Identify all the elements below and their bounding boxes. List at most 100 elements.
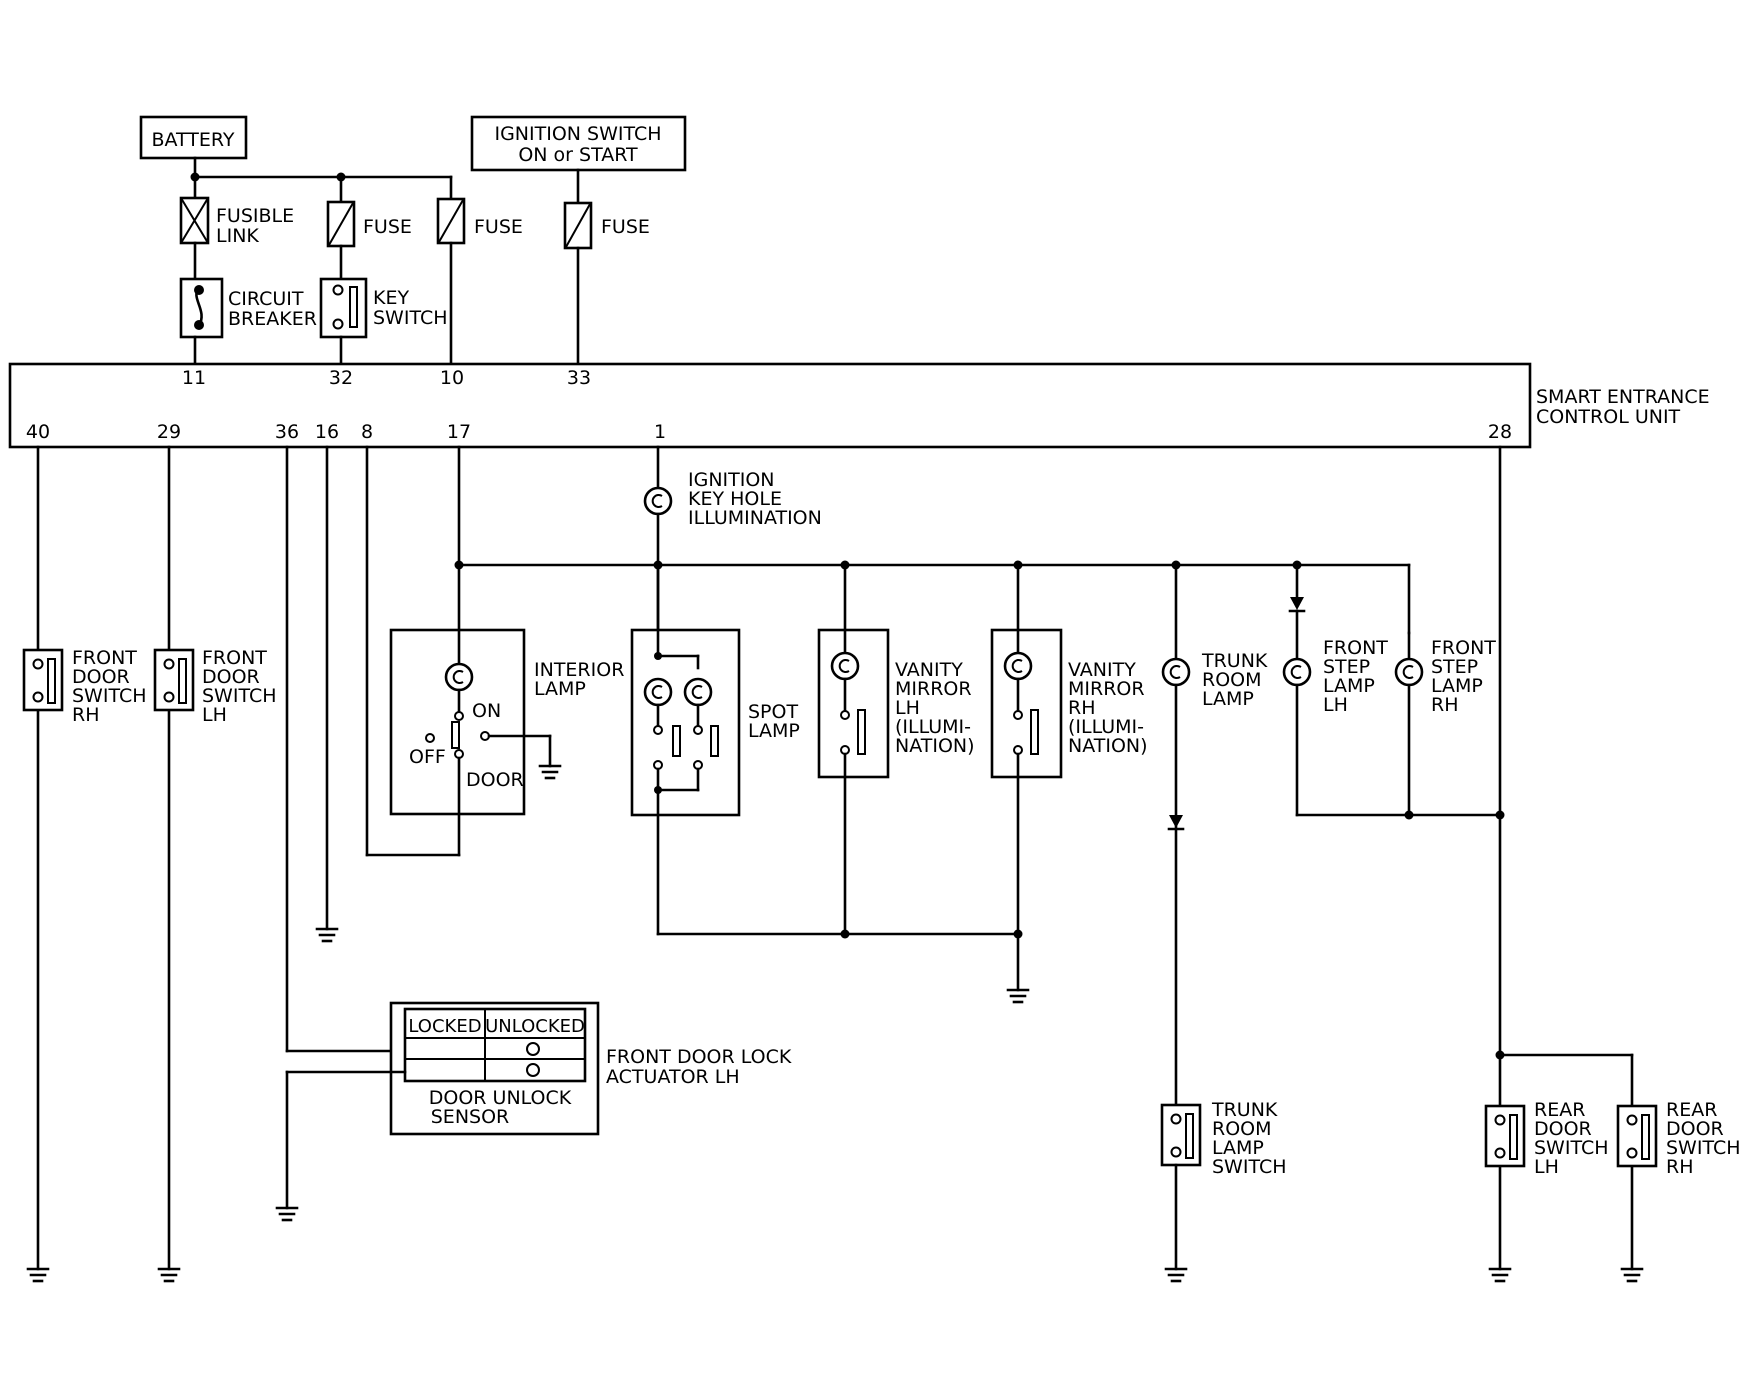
pin-8-wire: [365, 445, 461, 857]
fusible-link-label-2: LINK: [216, 225, 259, 247]
vanity-mirror-lh-2: MIRROR: [895, 678, 972, 700]
door-lock-locked-label: LOCKED: [408, 1016, 481, 1037]
trunk-room-lamp-switch-2: ROOM: [1212, 1118, 1272, 1140]
circuit-breaker-label-1: CIRCUIT: [228, 288, 304, 310]
vanity-mirror-rh-4: (ILLUMI-: [1068, 716, 1144, 738]
interior-lamp: ON OFF DOOR INTERIOR LAMP: [389, 563, 624, 857]
fuse-ignition: FUSE: [563, 201, 650, 366]
spot-lamp-label-1: SPOT: [748, 701, 798, 723]
front-step-lamp-lh-1: FRONT: [1323, 637, 1388, 659]
rear-door-switch-rh-1: REAR: [1666, 1099, 1717, 1121]
key-switch-label-2: SWITCH: [373, 307, 448, 329]
ignition-key-hole-3: ILLUMINATION: [688, 507, 822, 529]
fuse-label-2: FUSE: [474, 216, 523, 238]
trunk-room-lamp: TRUNK ROOM LAMP: [1161, 563, 1268, 1107]
circuit-breaker-label-2: BREAKER: [228, 308, 317, 330]
ignition-switch-label-1: IGNITION SWITCH: [494, 123, 661, 145]
control-unit-label-2: CONTROL UNIT: [1536, 406, 1681, 428]
interior-off-label: OFF: [409, 746, 446, 768]
pin-16-wire: [315, 445, 339, 943]
front-door-switch-lh-1: FRONT: [202, 647, 267, 669]
door-unlock-sensor-1: DOOR UNLOCK: [429, 1087, 572, 1109]
trunk-room-lamp-switch: TRUNK ROOM LAMP SWITCH: [1160, 1099, 1287, 1283]
front-step-lamp-rh-2: STEP: [1431, 656, 1478, 678]
rear-door-switch-lh-4: LH: [1534, 1156, 1559, 1178]
trunk-room-lamp-switch-1: TRUNK: [1211, 1099, 1278, 1121]
interior-lamp-label-2: LAMP: [534, 678, 586, 700]
vanity-mirror-lh-1: VANITY: [895, 659, 963, 681]
rear-door-switch-lh-2: DOOR: [1534, 1118, 1592, 1140]
pin-1: 1: [654, 421, 666, 443]
rear-door-switch-rh-2: DOOR: [1666, 1118, 1724, 1140]
ignition-switch-label-2: ON or START: [518, 144, 638, 166]
vanity-mirror-rh-5: NATION): [1068, 735, 1148, 757]
ignition-switch-supply: IGNITION SWITCH ON or START: [470, 115, 687, 172]
interior-lamp-label-1: INTERIOR: [534, 659, 624, 681]
vanity-mirror-rh-2: MIRROR: [1068, 678, 1145, 700]
vanity-mirror-lh: VANITY MIRROR LH (ILLUMI- NATION): [817, 563, 975, 936]
key-switch-label-1: KEY: [373, 287, 409, 309]
front-door-switch-rh-3: SWITCH: [72, 685, 147, 707]
vanity-mirror-lh-5: NATION): [895, 735, 975, 757]
trunk-room-lamp-switch-3: LAMP: [1212, 1137, 1264, 1159]
rear-door-switch-lh-3: SWITCH: [1534, 1137, 1609, 1159]
rear-door-switch-lh: REAR DOOR SWITCH LH: [1484, 1099, 1609, 1178]
front-door-switch-rh-4: RH: [72, 704, 100, 726]
front-door-lock-actuator-2: ACTUATOR LH: [606, 1066, 740, 1088]
front-step-lamp-lh-3: LAMP: [1323, 675, 1375, 697]
battery-label: BATTERY: [151, 129, 234, 151]
front-step-lamp-lh-2: STEP: [1323, 656, 1370, 678]
front-door-switch-rh-2: DOOR: [72, 666, 130, 688]
front-door-lock-actuator-1: FRONT DOOR LOCK: [606, 1046, 792, 1068]
trunk-room-lamp-switch-4: SWITCH: [1212, 1156, 1287, 1178]
fusible-link-label-1: FUSIBLE: [216, 205, 294, 227]
rear-door-switch-rh-4: RH: [1666, 1156, 1694, 1178]
vanity-mirror-rh-3: RH: [1068, 697, 1096, 719]
pin-33: 33: [567, 367, 591, 389]
fuse-label-3: FUSE: [601, 216, 650, 238]
pin-40: 40: [26, 421, 50, 443]
ignition-key-hole-1: IGNITION: [688, 469, 775, 491]
ignition-key-hole-2: KEY HOLE: [688, 488, 782, 510]
fuse-pin-10: FUSE: [436, 197, 523, 366]
pin-16: 16: [315, 421, 339, 443]
front-door-switch-lh-4: LH: [202, 704, 227, 726]
front-step-lamp-rh: FRONT STEP LAMP RH: [1394, 631, 1496, 817]
battery-supply: BATTERY: [139, 115, 248, 160]
rear-door-switch-rh-3: SWITCH: [1666, 1137, 1741, 1159]
pin-10: 10: [440, 367, 464, 389]
key-switch: KEY SWITCH: [319, 277, 448, 366]
pin-8: 8: [361, 421, 373, 443]
pin-32: 32: [329, 367, 353, 389]
lamp-ground-bus: [656, 929, 1023, 939]
front-door-switch-rh: FRONT DOOR SWITCH RH: [22, 445, 147, 1283]
vanity-mirror-rh-1: VANITY: [1068, 659, 1136, 681]
front-door-lock-actuator-lh: LOCKED UNLOCKED DOOR UNLOCK SENSOR FRONT…: [285, 1001, 792, 1136]
pin-36: 36: [275, 421, 299, 443]
front-door-switch-rh-1: FRONT: [72, 647, 137, 669]
door-unlock-sensor-ground: [275, 1070, 299, 1222]
rear-door-switch-rh: REAR DOOR SWITCH RH: [1616, 1099, 1741, 1178]
pin-28: 28: [1488, 421, 1512, 443]
smart-entrance-control-unit: 11 32 10 33 40 29 36 16 8 17 1 28: [8, 362, 1532, 449]
vanity-mirror-lh-3: LH: [895, 697, 920, 719]
trunk-room-lamp-2: ROOM: [1202, 669, 1262, 691]
front-step-lamp-rh-1: FRONT: [1431, 637, 1496, 659]
front-step-lamp-rh-3: LAMP: [1431, 675, 1483, 697]
battery-wiring: [190, 156, 580, 205]
rear-door-switch-lh-1: REAR: [1534, 1099, 1585, 1121]
front-door-switch-lh-2: DOOR: [202, 666, 260, 688]
front-step-lamp-lh-4: LH: [1323, 694, 1348, 716]
fuse-key-switch: FUSE: [326, 200, 412, 281]
pin-11: 11: [182, 367, 206, 389]
spot-lamp-label-2: LAMP: [748, 720, 800, 742]
pin-29: 29: [157, 421, 181, 443]
vanity-mirror-rh: VANITY MIRROR RH (ILLUMI- NATION): [990, 563, 1148, 1004]
door-lock-unlocked-label: UNLOCKED: [485, 1016, 585, 1037]
front-door-switch-lh-3: SWITCH: [202, 685, 277, 707]
vanity-mirror-lh-4: (ILLUMI-: [895, 716, 971, 738]
fusible-link: FUSIBLE LINK: [179, 196, 294, 281]
circuit-breaker: CIRCUIT BREAKER: [179, 277, 317, 366]
door-unlock-sensor-2: SENSOR: [431, 1106, 510, 1128]
